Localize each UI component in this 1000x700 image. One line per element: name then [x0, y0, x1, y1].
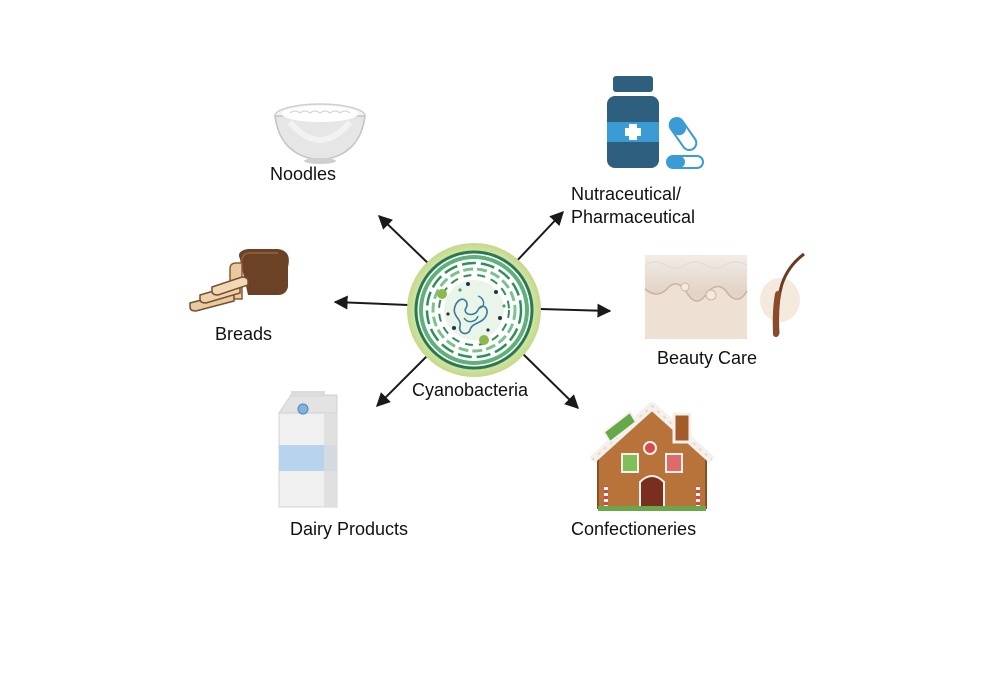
arrow-to-breads — [333, 295, 409, 310]
gingerbread-house-icon — [589, 402, 715, 511]
dairy-products-label: Dairy Products — [290, 519, 409, 539]
arrow-to-dairy — [376, 355, 428, 407]
nutraceutical-label-line2: Pharmaceutical — [571, 207, 696, 227]
rice-bowl-icon — [274, 103, 366, 164]
arrows — [333, 210, 612, 409]
noodles-label: Noodles — [270, 164, 337, 184]
medicine-bottle-icon — [607, 76, 704, 169]
bread-loaf-icon — [189, 249, 289, 312]
skin-hair-icon — [644, 252, 805, 339]
cyanobacteria-label: Cyanobacteria — [412, 380, 529, 400]
breads-label: Breads — [215, 324, 273, 344]
confectioneries-label: Confectioneries — [571, 519, 697, 539]
arrow-to-beauty — [539, 303, 612, 318]
beauty-care-label: Beauty Care — [657, 348, 758, 368]
arrow-to-nutraceutical — [512, 210, 564, 266]
arrow-to-confectioneries — [521, 352, 579, 409]
milk-carton-icon — [278, 391, 338, 508]
arrow-to-noodles — [377, 215, 433, 268]
cyanobacteria-cell-icon — [407, 243, 541, 377]
nutraceutical-label-line1: Nutraceutical/ — [571, 184, 682, 204]
